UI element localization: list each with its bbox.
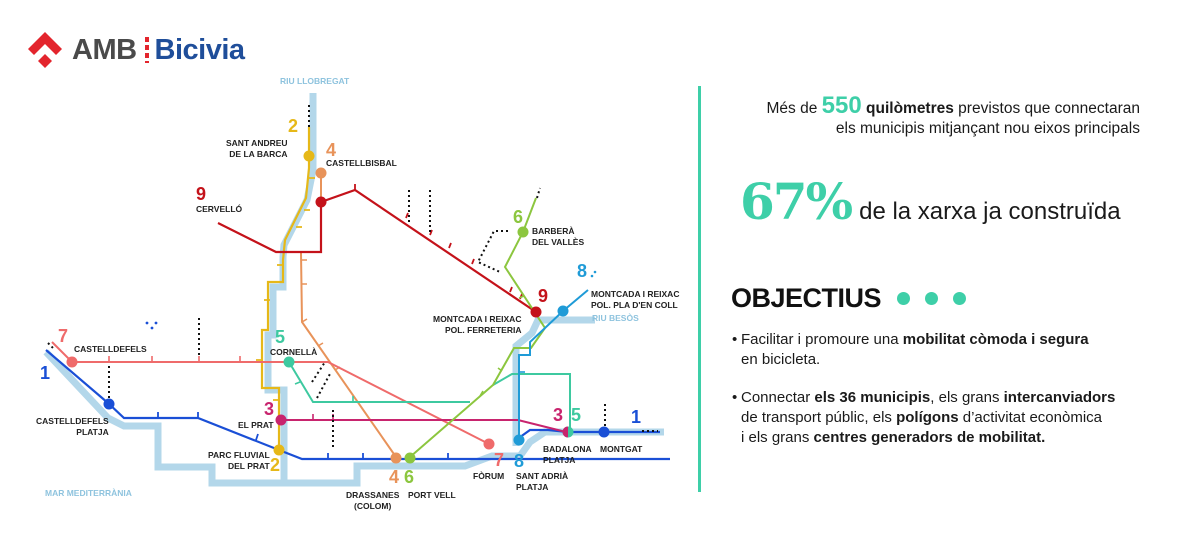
decorative-dots-icon	[897, 292, 967, 305]
line-4	[300, 173, 397, 458]
station-forum	[483, 438, 495, 450]
label-port-vell: PORT VELL	[408, 490, 456, 500]
coastline	[43, 349, 664, 487]
label-cornella: CORNELLÀ	[270, 347, 318, 357]
label-castellbisbal: CASTELLBISBAL	[326, 158, 397, 168]
station-cornella	[283, 356, 295, 368]
label-mar-mediterrania: MAR MEDITERRÀNIA	[45, 488, 132, 498]
label-drassanes: DRASSANES(COLOM)	[346, 490, 400, 511]
logo-brand-text: Bicivia	[154, 33, 246, 66]
line-num-1-right: 1	[631, 407, 642, 427]
built-percentage: 67%	[740, 172, 853, 231]
station-port-vell	[404, 452, 416, 464]
line-num-9-right: 9	[538, 286, 549, 306]
label-forum: FÒRUM	[473, 471, 505, 481]
info-panel: Més de 550 quilòmetres previstos que con…	[700, 0, 1200, 540]
label-riu-llobregat: RIU LLOBREGAT	[280, 76, 350, 86]
intro-line2: els municipis mitjançant nou eixos princ…	[835, 120, 1140, 137]
logo-org-text: AMB	[72, 33, 137, 66]
station-montgat	[598, 426, 610, 438]
amb-bicivia-logo: AMB Bicivia	[26, 30, 245, 70]
line-num-2-bottom: 2	[270, 455, 281, 475]
line-num-5-cornella: 5	[275, 327, 286, 347]
label-cervello: CERVELLÓ	[196, 204, 243, 214]
bullet-icon: •	[732, 389, 738, 406]
bullet-icon: •	[732, 331, 738, 348]
intro-pre: Més de	[766, 100, 822, 117]
station-cervello-junction	[315, 196, 327, 208]
line-9	[217, 184, 537, 313]
line-num-8-top: 8	[577, 261, 588, 281]
station-montcada-pla	[557, 305, 569, 317]
station-montcada-ferreteria	[530, 306, 542, 318]
line-2	[256, 127, 315, 450]
station-barbera	[517, 226, 529, 238]
planned-connections	[47, 105, 658, 448]
station-castelldefels	[66, 356, 78, 368]
planned-dots-lightblue	[590, 270, 597, 278]
line-num-3-prat: 3	[264, 399, 275, 419]
line-5	[288, 361, 571, 430]
label-castelldefels: CASTELLDEFELS	[74, 344, 147, 354]
station-drassanes	[390, 452, 402, 464]
station-sant-adria	[513, 434, 525, 446]
line-num-1-left: 1	[40, 363, 51, 383]
line-num-4-bottom: 4	[389, 467, 400, 487]
line-num-8-bottom: 8	[514, 451, 525, 471]
stations	[66, 150, 610, 464]
built-stat: 67% de la xarxa ja construïda	[740, 172, 1121, 231]
intro-line1-rest: previstos que connectaran	[953, 100, 1140, 117]
line-num-6-top: 6	[513, 207, 524, 227]
line-num-2-top: 2	[288, 116, 299, 136]
objective-item-2: • Connectar els 36 municipis, els grans …	[732, 389, 1116, 446]
amb-logo-icon	[28, 32, 62, 68]
llobregat-river	[264, 93, 317, 483]
line-num-3-badalona: 3	[553, 405, 564, 425]
line-num-9-left: 9	[196, 184, 207, 204]
besos-river	[512, 316, 595, 446]
line-6	[409, 197, 547, 458]
label-el-prat: EL PRAT	[238, 420, 274, 430]
bike-network-map	[43, 93, 670, 487]
line-num-5-badalona: 5	[571, 405, 582, 425]
objectives-heading: OBJECTIUS	[731, 283, 967, 314]
built-stat-text: de la xarxa ja construïda	[859, 198, 1121, 225]
line-num-7-forum: 7	[494, 450, 505, 470]
station-castelldefels-platja	[103, 398, 115, 410]
station-sant-andreu	[303, 150, 315, 162]
water-features	[43, 93, 664, 487]
station-el-prat	[275, 414, 287, 426]
planned-dots-blue	[145, 321, 158, 330]
station-parc-fluvial	[273, 444, 285, 456]
label-montgat: MONTGAT	[600, 444, 643, 454]
objective-item-1: • Facilitar i promoure una mobilitat còm…	[732, 331, 1089, 368]
intro-text: Més de 550 quilòmetres previstos que con…	[766, 94, 1140, 139]
logo-separator	[144, 37, 149, 63]
label-riu-besos: RIU BESÒS	[592, 313, 639, 323]
line-num-7-left: 7	[58, 326, 69, 346]
line-3	[281, 414, 567, 433]
km-word: quilòmetres	[866, 100, 954, 117]
station-castellbisbal	[315, 167, 327, 179]
line-num-6-bottom: 6	[404, 467, 415, 487]
km-value: 550	[821, 92, 862, 119]
line-num-4-top: 4	[326, 140, 337, 160]
objectives-title: OBJECTIUS	[731, 283, 882, 313]
panel-divider	[698, 86, 701, 492]
